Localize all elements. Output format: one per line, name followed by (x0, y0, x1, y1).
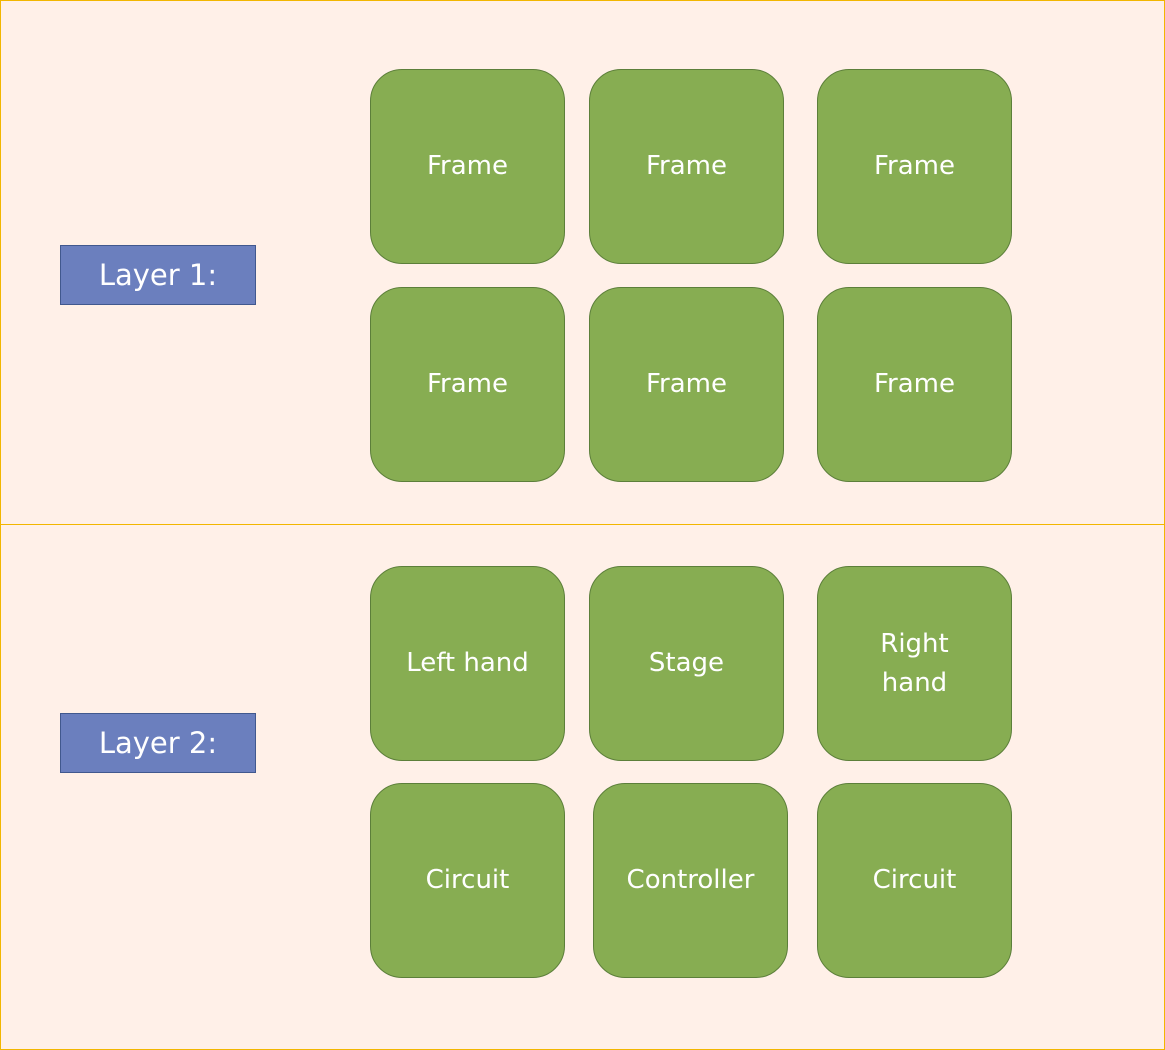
node-label: Right hand (880, 628, 949, 698)
layer-1-node: Frame (817, 69, 1012, 264)
node-label: Frame (873, 151, 955, 181)
layer-2-label: Layer 2: (60, 713, 256, 773)
node-label: Frame (426, 369, 508, 399)
stage-node: Stage (589, 566, 784, 761)
layer-1-node: Frame (370, 69, 565, 264)
layer-1-node: Frame (589, 287, 784, 482)
node-label: Left hand (406, 648, 529, 678)
node-label: Frame (645, 369, 727, 399)
left-circuit-node: Circuit (370, 783, 565, 978)
node-label: Frame (873, 369, 955, 399)
node-label: Frame (645, 151, 727, 181)
node-label: Stage (648, 648, 725, 678)
layer-1-node: Frame (370, 287, 565, 482)
right-hand-node: Right hand (817, 566, 1012, 761)
node-label: Circuit (872, 865, 957, 895)
node-label: Frame (426, 151, 508, 181)
layer-1-label: Layer 1: (60, 245, 256, 305)
controller-node: Controller (593, 783, 788, 978)
node-label: Controller (626, 865, 755, 895)
right-circuit-node: Circuit (817, 783, 1012, 978)
layer-1-node: Frame (817, 287, 1012, 482)
node-label: Circuit (425, 865, 510, 895)
left-hand-node: Left hand (370, 566, 565, 761)
layer-1-node: Frame (589, 69, 784, 264)
